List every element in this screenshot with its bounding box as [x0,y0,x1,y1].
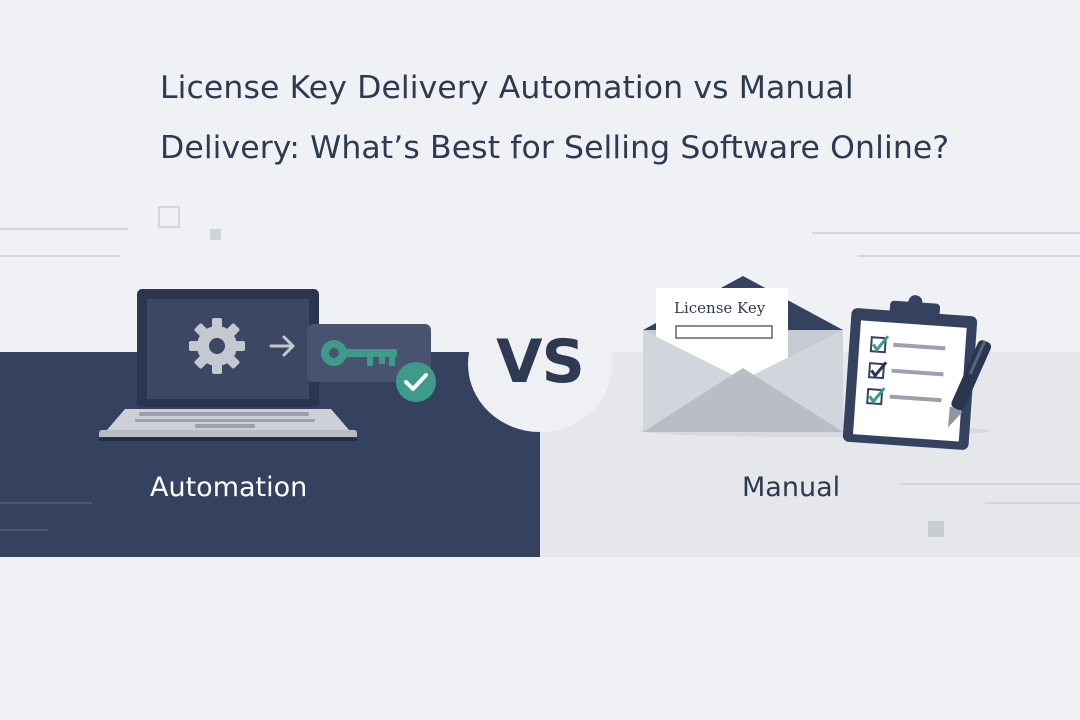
automation-label: Automation [150,472,308,503]
vs-badge [468,296,612,432]
key-icon [321,340,397,366]
envelope-icon: License Key [643,276,843,432]
manual-label: Manual [742,472,841,503]
check-icon [396,362,436,402]
clipboard-icon [842,295,978,450]
checklist-item-3 [866,387,942,406]
title-line-2: Delivery: What’s Best for Selling Softwa… [160,130,950,166]
checklist-item-2 [867,361,944,380]
laptop-illustration [99,289,436,441]
license-key-text: License Key [674,299,766,317]
arrow-right-icon [269,335,295,357]
vs-text: VS [496,327,585,397]
gear-icon [189,318,245,374]
title-line-1: License Key Delivery Automation vs Manua… [160,70,854,106]
pen-icon [948,340,992,428]
key-card [307,324,431,382]
page-title: License Key Delivery Automation vs Manua… [160,58,1020,178]
checklist-item-1 [869,335,946,354]
manual-illustration: License Key [640,276,992,450]
